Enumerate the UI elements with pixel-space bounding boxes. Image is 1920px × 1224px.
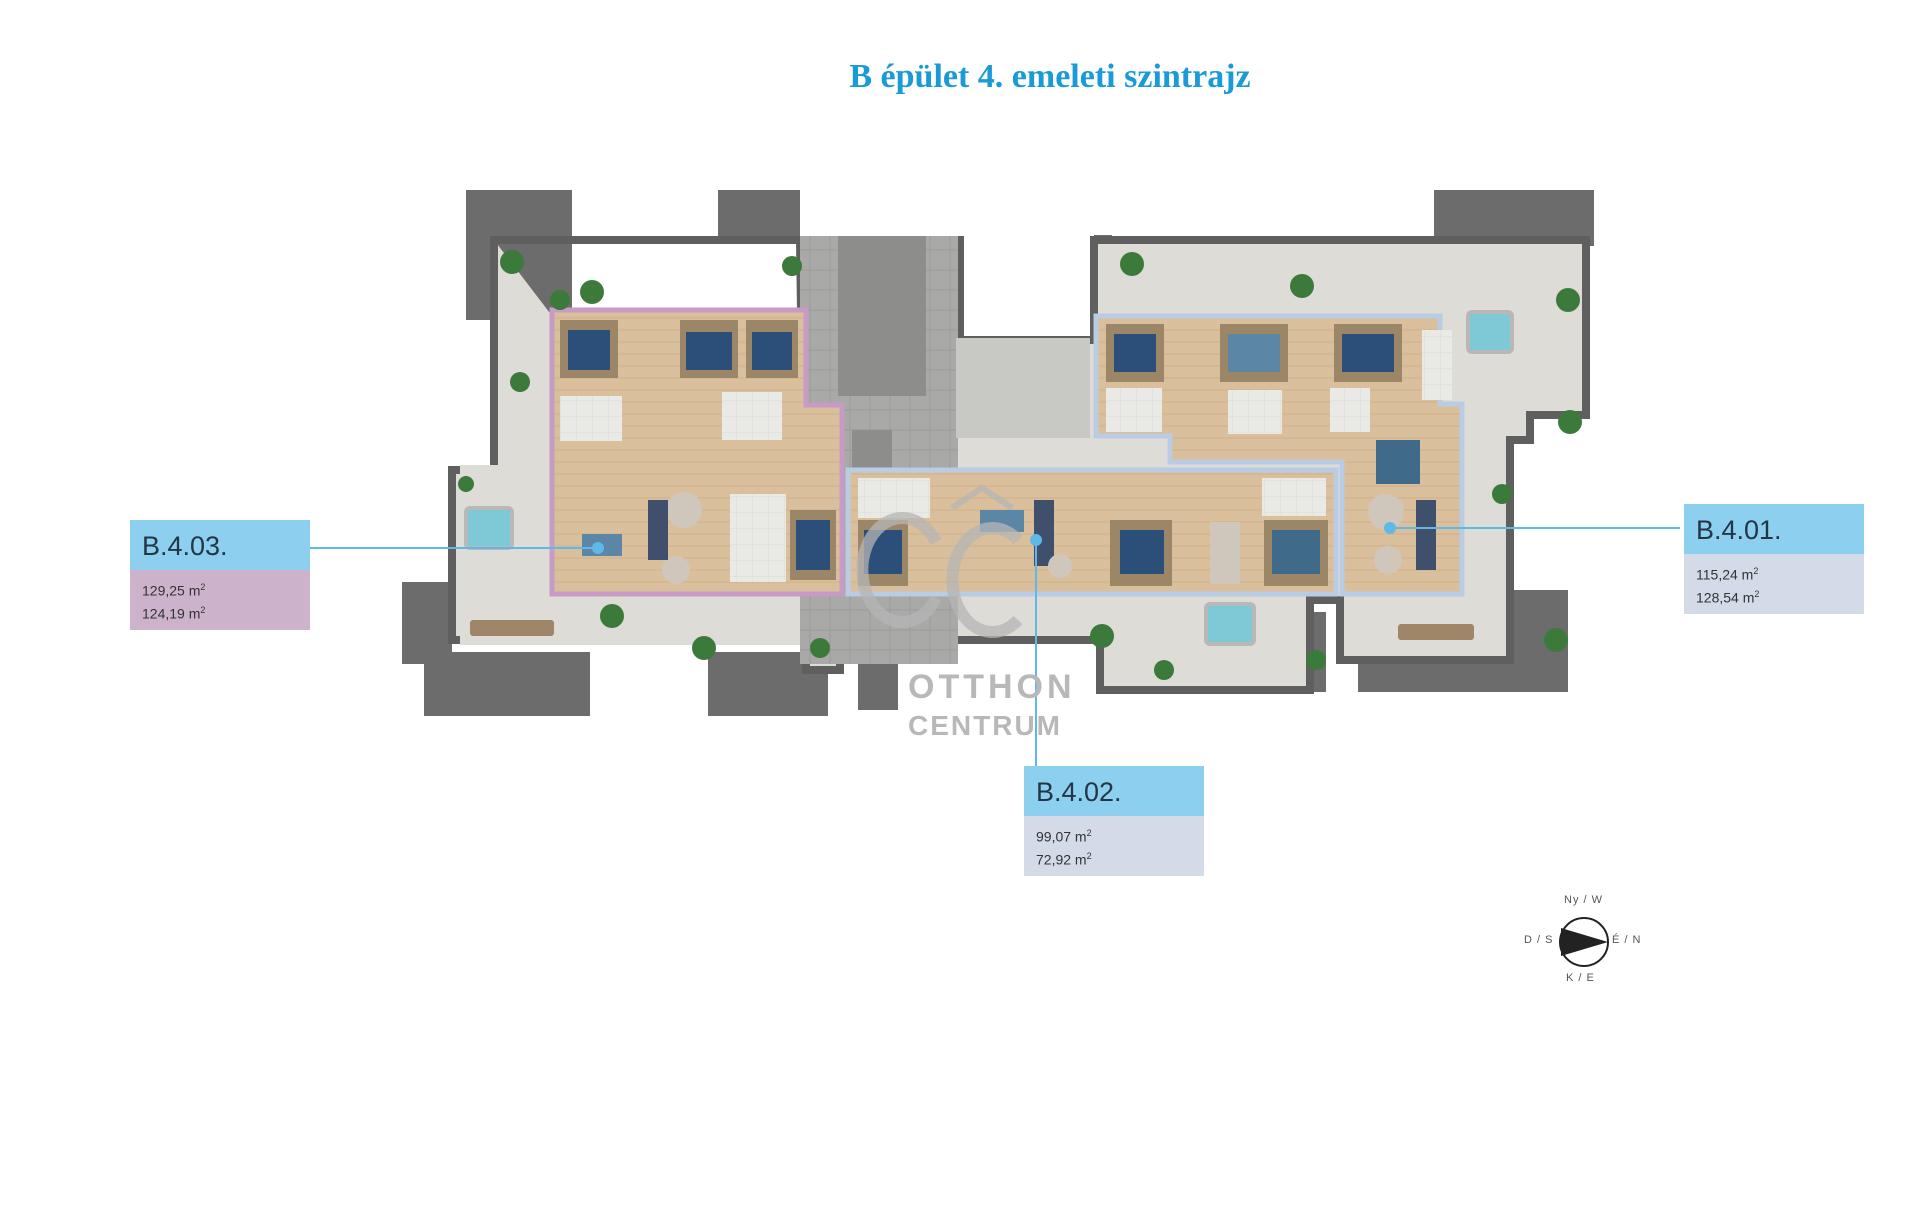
unit-area-1: 129,25 m2 (142, 582, 206, 599)
compass (1559, 917, 1609, 967)
compass-east: K / E (1566, 972, 1595, 984)
compass-south: D / S (1524, 934, 1554, 946)
plants (458, 250, 1582, 680)
apartment-b401 (1093, 313, 1465, 597)
unit-area-1: 99,07 m2 (1036, 828, 1092, 845)
watermark-line-1: OTTHON (908, 668, 1076, 706)
unit-id: B.4.03. (130, 520, 310, 570)
unit-area-2: 124,19 m2 (142, 604, 206, 622)
watermark-line-2: CENTRUM (908, 710, 1062, 741)
unit-area-1: 115,24 m2 (1696, 566, 1759, 583)
compass-west: Ny / W (1564, 894, 1603, 906)
unit-id: B.4.01. (1684, 504, 1864, 554)
unit-card-b401[interactable]: B.4.01. 115,24 m2 128,54 m2 (1684, 504, 1864, 614)
compass-north: É / N (1612, 934, 1642, 946)
unit-id: B.4.02. (1024, 766, 1204, 816)
terrace-tables (470, 620, 1474, 640)
unit-card-b403[interactable]: B.4.03. 129,25 m2 124,19 m2 (130, 520, 310, 630)
unit-area-2: 128,54 m2 (1696, 588, 1760, 606)
leader-lines (304, 522, 1680, 766)
watermark-logo (856, 484, 1023, 638)
apartment-b403 (549, 307, 845, 597)
unit-area-2: 72,92 m2 (1036, 850, 1092, 868)
page-title: B épület 4. emeleti szintrajz (849, 58, 1251, 95)
unit-card-b402[interactable]: B.4.02. 99,07 m2 72,92 m2 (1024, 766, 1204, 876)
